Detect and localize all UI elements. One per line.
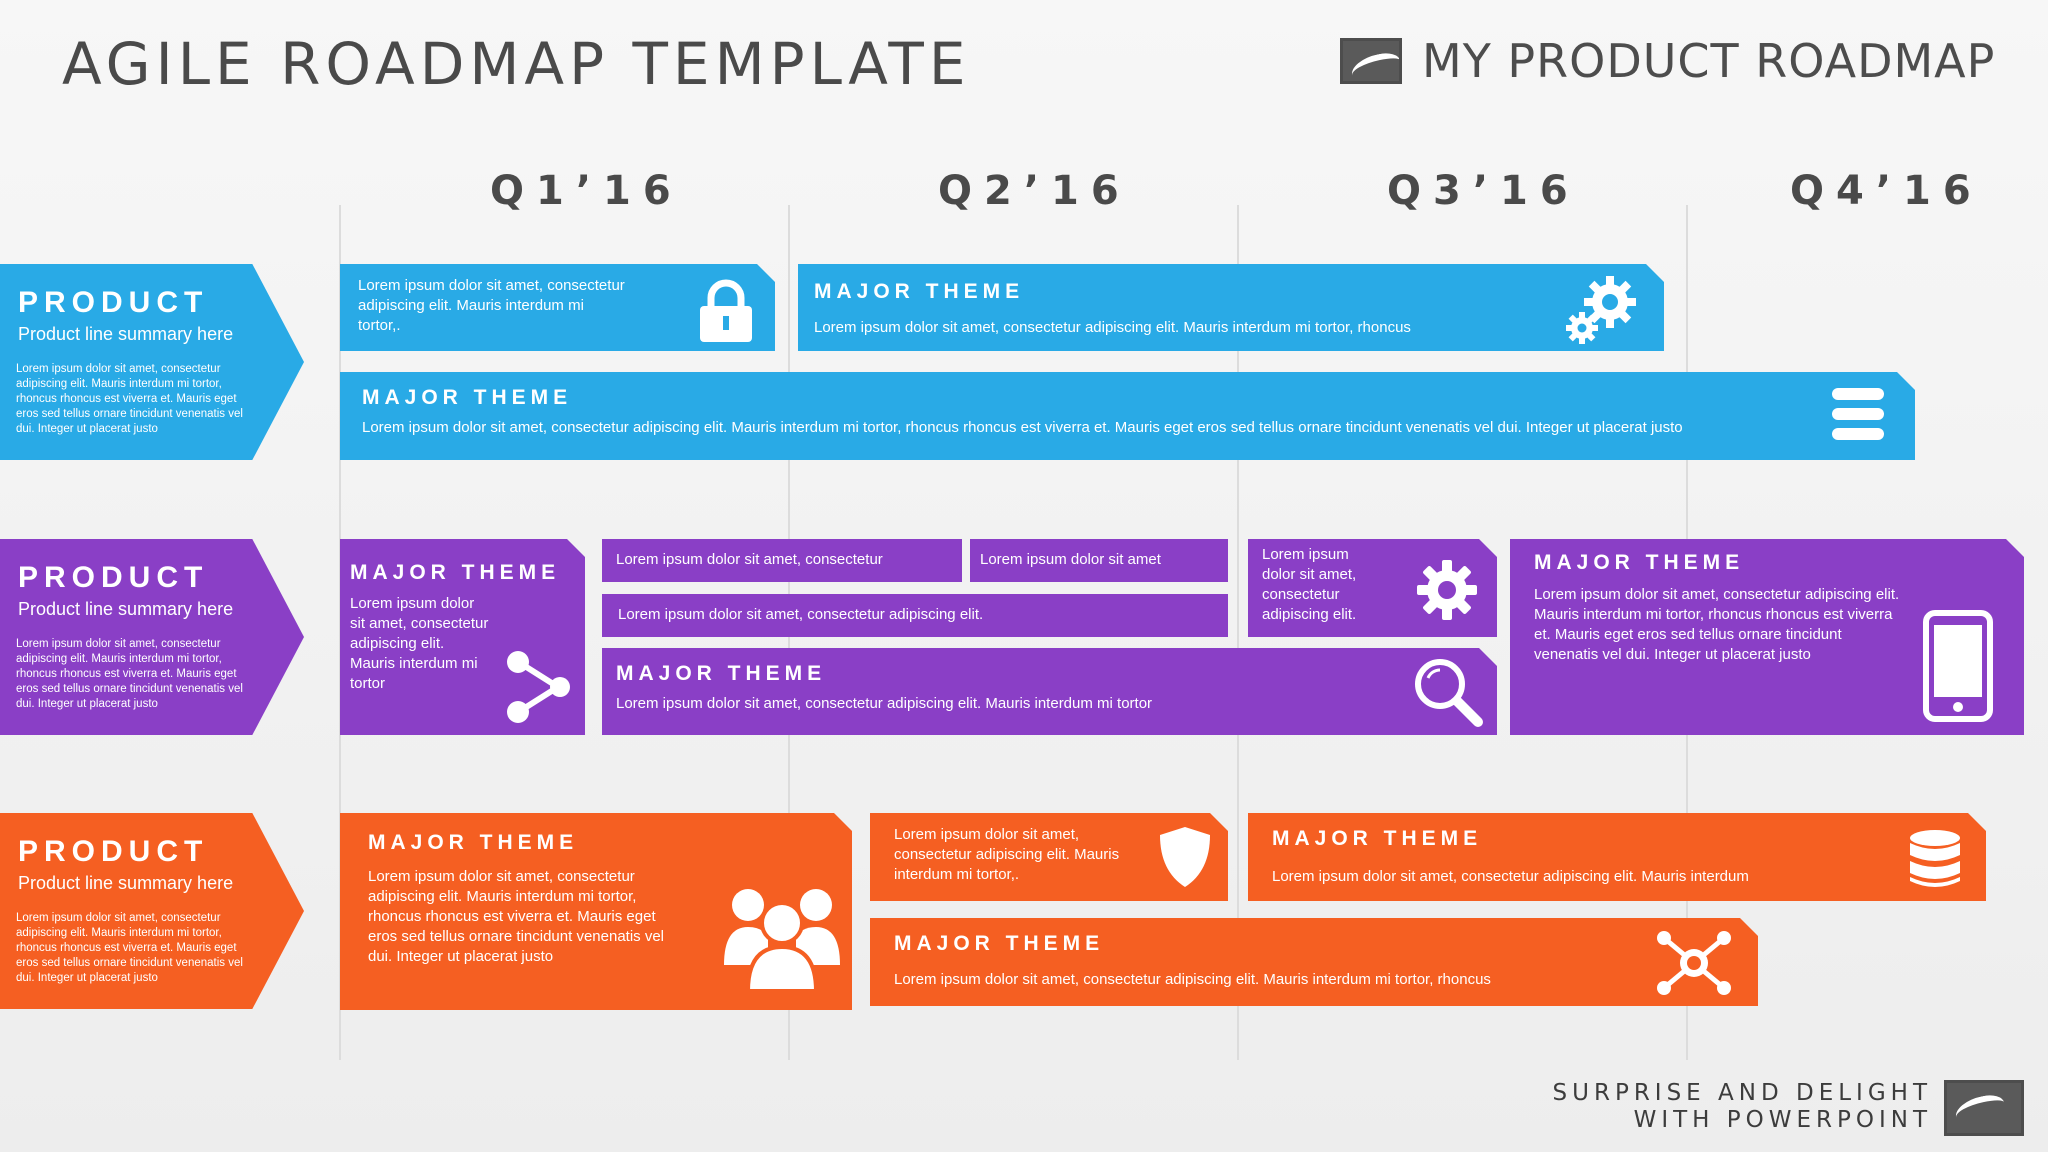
product-summary: Product line summary here bbox=[18, 873, 234, 893]
theme-title: MAJOR THEME bbox=[894, 932, 1105, 955]
theme-title: MAJOR THEME bbox=[350, 561, 561, 584]
theme-text: Lorem ipsum dolor sit amet, consectetur … bbox=[350, 595, 489, 692]
task-card: Lorem ipsum dolor sit amet, consectetur … bbox=[340, 264, 775, 351]
gear-icon bbox=[1416, 559, 1478, 626]
product-summary: Product line summary here bbox=[18, 324, 234, 344]
theme-card: MAJOR THEME Lorem ipsum dolor sit amet, … bbox=[340, 539, 585, 735]
network-icon bbox=[1654, 930, 1734, 1001]
shield-icon bbox=[1158, 825, 1212, 894]
grid-line bbox=[1237, 205, 1239, 1060]
theme-card: MAJOR THEME Lorem ipsum dolor sit amet, … bbox=[798, 264, 1664, 351]
task-text: Lorem ipsum dolor sit amet bbox=[980, 551, 1161, 568]
task-card: Lorem ipsum dolor sit amet, consectetur … bbox=[870, 813, 1228, 901]
quarter-label: Q1’16 bbox=[490, 168, 683, 214]
brand-logo-icon bbox=[1340, 38, 1402, 84]
users-icon bbox=[724, 883, 840, 998]
task-card: Lorem ipsum dolor sit amet, consectetur … bbox=[602, 594, 1228, 637]
footer-logo-icon bbox=[1944, 1080, 2024, 1136]
product-card-3: PRODUCT Product line summary here Lorem … bbox=[0, 813, 304, 1009]
product-card-1: PRODUCT Product line summary here Lorem … bbox=[0, 264, 304, 460]
theme-card: MAJOR THEME Lorem ipsum dolor sit amet, … bbox=[870, 918, 1758, 1006]
theme-title: MAJOR THEME bbox=[362, 386, 573, 409]
theme-card: MAJOR THEME Lorem ipsum dolor sit amet, … bbox=[340, 372, 1915, 460]
task-card: Lorem ipsum dolor sit amet, consectetur … bbox=[1248, 539, 1497, 637]
theme-text: Lorem ipsum dolor sit amet, consectetur … bbox=[362, 419, 1683, 436]
task-text: Lorem ipsum dolor sit amet, consectetur … bbox=[894, 826, 1120, 883]
theme-card: MAJOR THEME Lorem ipsum dolor sit amet, … bbox=[1248, 813, 1986, 901]
theme-card: MAJOR THEME Lorem ipsum dolor sit amet, … bbox=[602, 648, 1497, 735]
theme-title: MAJOR THEME bbox=[1534, 551, 1745, 574]
quarter-label: Q3’16 bbox=[1387, 168, 1580, 214]
footer-line-1: SURPRISE AND DELIGHT bbox=[1552, 1080, 1932, 1106]
product-description: Lorem ipsum dolor sit amet, consectetur … bbox=[16, 363, 243, 435]
product-description: Lorem ipsum dolor sit amet, consectetur … bbox=[16, 912, 243, 984]
product-title: PRODUCT bbox=[18, 835, 209, 868]
product-description: Lorem ipsum dolor sit amet, consectetur … bbox=[16, 638, 243, 710]
quarter-label: Q2’16 bbox=[938, 168, 1131, 214]
theme-title: MAJOR THEME bbox=[1272, 827, 1483, 850]
theme-card: MAJOR THEME Lorem ipsum dolor sit amet, … bbox=[340, 813, 852, 1010]
task-text: Lorem ipsum dolor sit amet, consectetur … bbox=[618, 606, 984, 623]
quarter-label: Q4’16 bbox=[1790, 168, 1983, 214]
task-text: Lorem ipsum dolor sit amet, consectetur … bbox=[1262, 546, 1357, 623]
phone-icon bbox=[1922, 609, 1994, 728]
theme-title: MAJOR THEME bbox=[368, 831, 579, 854]
footer-tagline: SURPRISE AND DELIGHT WITH POWERPOINT bbox=[1540, 1080, 1932, 1134]
share-icon bbox=[500, 649, 576, 730]
gears-icon bbox=[1560, 272, 1640, 351]
database-icon bbox=[1908, 829, 1962, 894]
theme-title: MAJOR THEME bbox=[616, 662, 827, 685]
theme-title: MAJOR THEME bbox=[814, 280, 1025, 303]
menu-icon bbox=[1832, 386, 1884, 447]
product-card-2: PRODUCT Product line summary here Lorem … bbox=[0, 539, 304, 735]
brand-title: MY PRODUCT ROADMAP bbox=[1422, 34, 1996, 88]
theme-text: Lorem ipsum dolor sit amet, consectetur … bbox=[894, 971, 1491, 988]
theme-text: Lorem ipsum dolor sit amet, consectetur … bbox=[1272, 868, 1749, 885]
product-summary: Product line summary here bbox=[18, 599, 234, 619]
search-icon bbox=[1412, 656, 1484, 733]
theme-text: Lorem ipsum dolor sit amet, consectetur … bbox=[616, 695, 1153, 712]
theme-text: Lorem ipsum dolor sit amet, consectetur … bbox=[814, 319, 1411, 336]
task-text: Lorem ipsum dolor sit amet, consectetur … bbox=[358, 277, 625, 334]
theme-text: Lorem ipsum dolor sit amet, consectetur … bbox=[368, 868, 665, 965]
task-card: Lorem ipsum dolor sit amet, consectetur bbox=[602, 539, 962, 582]
task-text: Lorem ipsum dolor sit amet, consectetur bbox=[616, 551, 883, 568]
page-title: AGILE ROADMAP TEMPLATE bbox=[62, 30, 971, 98]
lock-icon bbox=[696, 278, 756, 349]
theme-text: Lorem ipsum dolor sit amet, consectetur … bbox=[1534, 586, 1900, 663]
product-title: PRODUCT bbox=[18, 561, 209, 594]
footer-line-2: WITH POWERPOINT bbox=[1633, 1107, 1932, 1133]
task-card: Lorem ipsum dolor sit amet bbox=[970, 539, 1228, 582]
brand: MY PRODUCT ROADMAP bbox=[1340, 34, 1995, 88]
product-title: PRODUCT bbox=[18, 286, 209, 319]
theme-card: MAJOR THEME Lorem ipsum dolor sit amet, … bbox=[1510, 539, 2024, 735]
